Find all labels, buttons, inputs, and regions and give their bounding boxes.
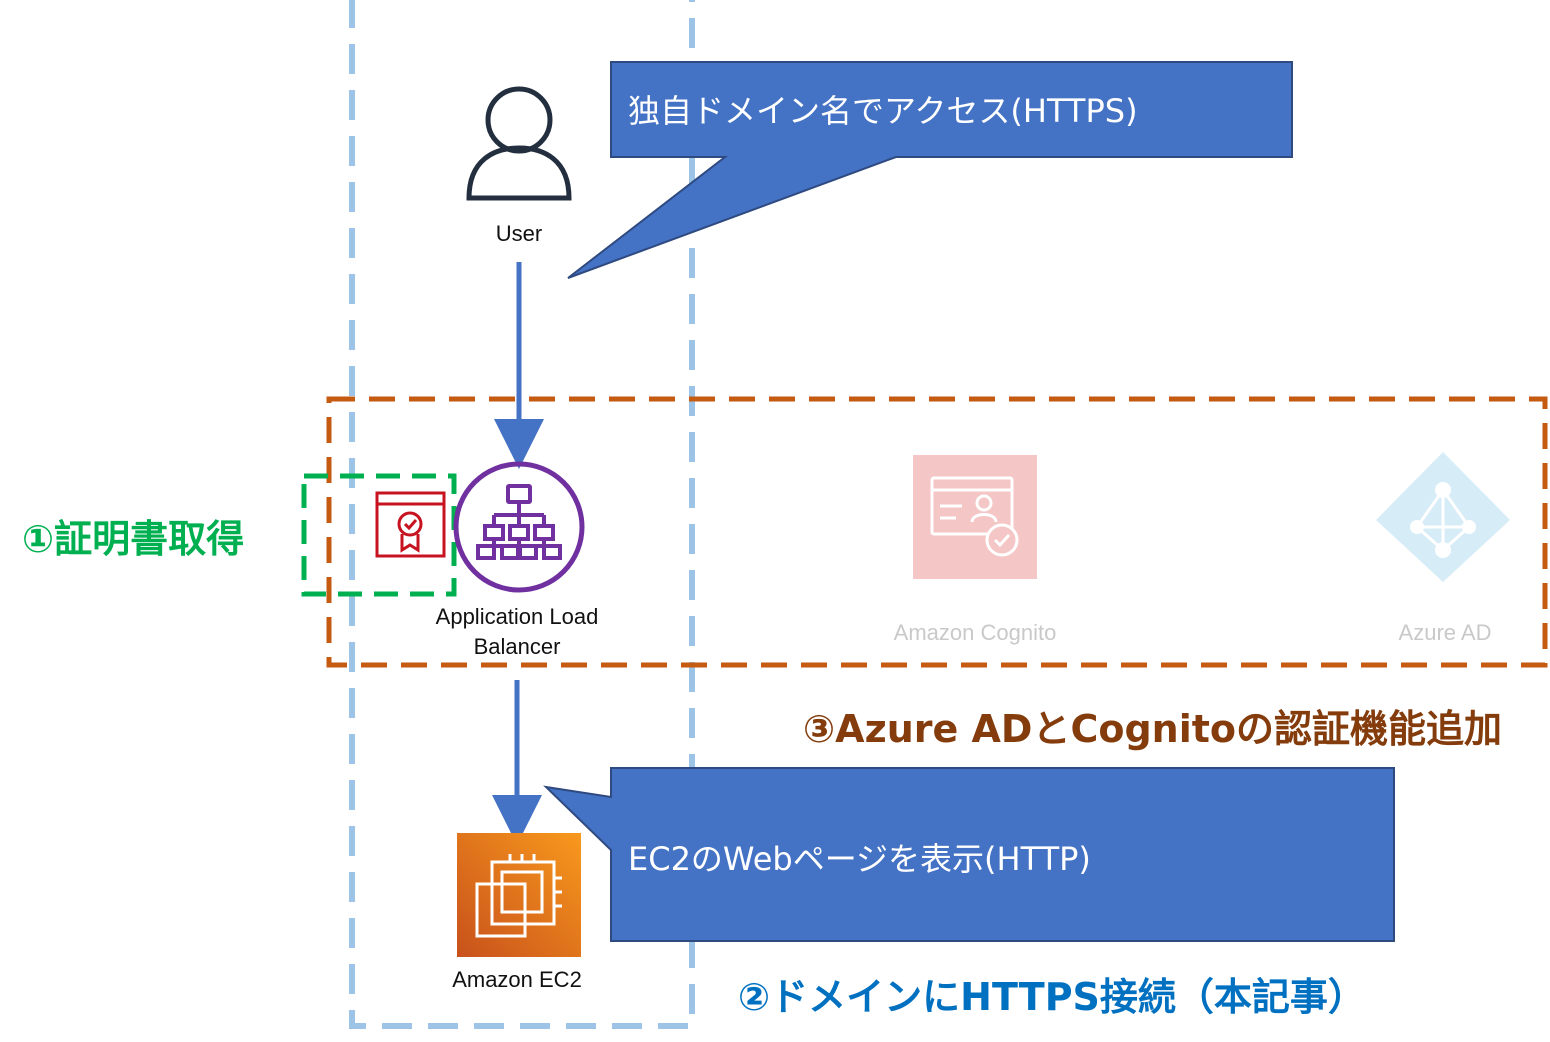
callout-ec2-page — [543, 767, 1395, 942]
scope-box-orange — [326, 396, 1548, 668]
load-balancer-icon — [453, 461, 585, 593]
azure-ad-icon — [1376, 452, 1510, 582]
cognito-label: Amazon Cognito — [893, 620, 1057, 645]
callout-https-access — [567, 61, 1293, 279]
ec2-label: Amazon EC2 — [452, 967, 582, 992]
step3-label: ③Azure ADとCognitoの認証機能追加 — [803, 707, 1502, 751]
ec2-chip-icon — [457, 833, 581, 957]
step1-label: ①証明書取得 — [22, 517, 245, 561]
user-label: User — [495, 221, 543, 246]
cognito-icon — [913, 455, 1037, 579]
alb-label-line2: Balancer — [473, 634, 561, 659]
callout-https-access-text: 独自ドメイン名でアクセス(HTTPS) — [628, 92, 1138, 130]
user-icon — [466, 86, 572, 201]
azure-label: Azure AD — [1398, 620, 1492, 645]
scope-box-green — [301, 473, 457, 597]
step2-label: ②ドメインにHTTPS接続（本記事） — [738, 975, 1366, 1019]
scope-box-blue — [349, 0, 695, 1029]
callout-ec2-page-text: EC2のWebページを表示(HTTP) — [628, 840, 1091, 878]
alb-label-line1: Application Load — [435, 604, 599, 629]
certificate-icon — [375, 491, 446, 558]
